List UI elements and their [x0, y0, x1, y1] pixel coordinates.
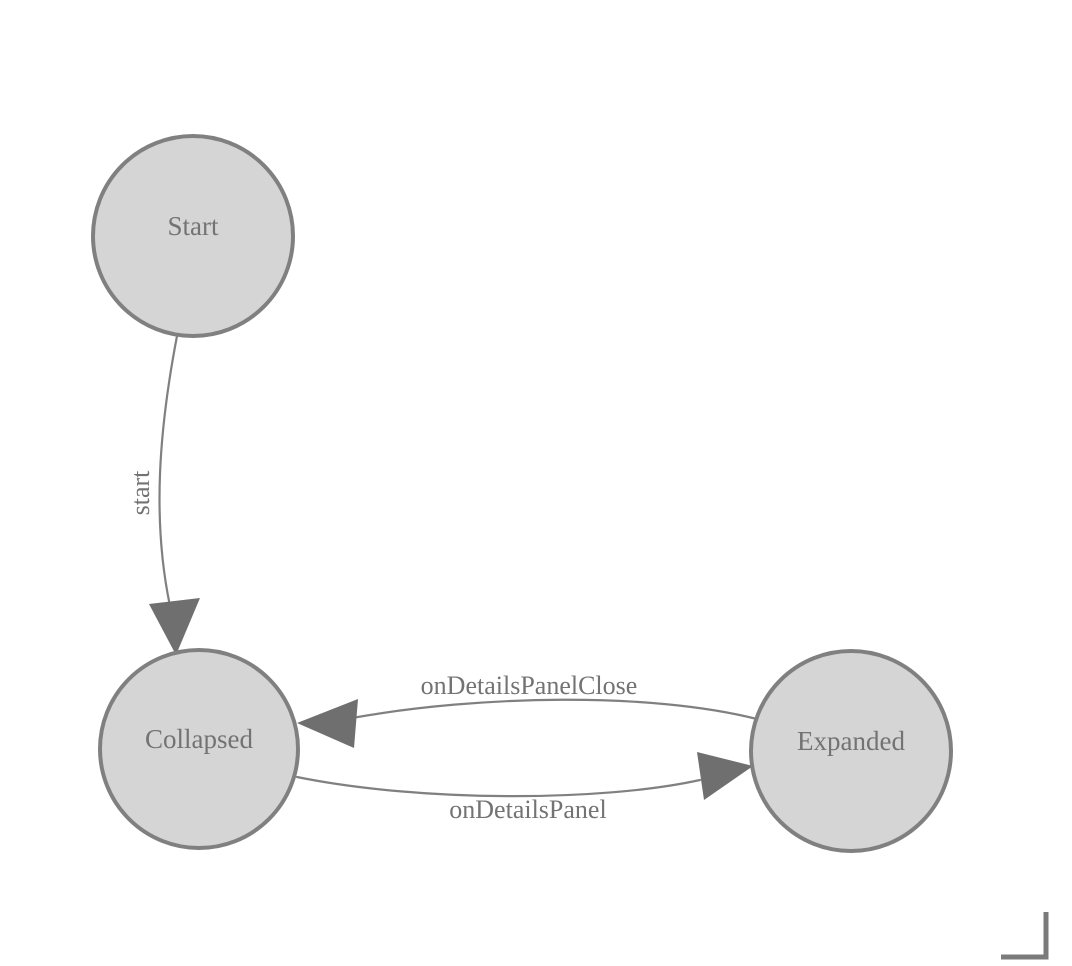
state-node-expanded-label: Expanded [797, 726, 905, 756]
edge-label-start: start [126, 470, 155, 516]
edge-collapsed-to-expanded-path [295, 775, 702, 798]
edge-expanded-to-collapsed-arrowhead [297, 699, 358, 748]
edge-label-on-details-panel: onDetailsPanel [449, 795, 606, 824]
edge-start-to-collapsed-path [158, 334, 179, 608]
edge-collapsed-to-expanded-arrowhead [697, 752, 753, 800]
edge-expanded-to-collapsed[interactable]: onDetailsPanelClose [297, 671, 759, 748]
state-node-collapsed[interactable]: Collapsed [98, 648, 300, 850]
state-node-start[interactable]: Start [91, 134, 295, 338]
edge-start-to-collapsed-arrowhead [149, 598, 200, 655]
state-node-collapsed-label: Collapsed [145, 724, 253, 754]
state-node-expanded-circle [749, 649, 953, 853]
edge-collapsed-to-expanded[interactable]: onDetailsPanel [295, 752, 753, 824]
resize-corner-icon [1001, 912, 1049, 960]
edge-label-on-details-panel-close: onDetailsPanelClose [421, 671, 638, 700]
state-node-start-circle [91, 134, 295, 338]
state-node-expanded[interactable]: Expanded [749, 649, 953, 853]
state-node-start-label: Start [168, 211, 219, 241]
state-node-collapsed-circle [98, 648, 300, 850]
edge-expanded-to-collapsed-path [350, 698, 759, 721]
edge-start-to-collapsed[interactable]: start [126, 334, 200, 655]
resize-corner-handle[interactable] [1001, 912, 1049, 960]
